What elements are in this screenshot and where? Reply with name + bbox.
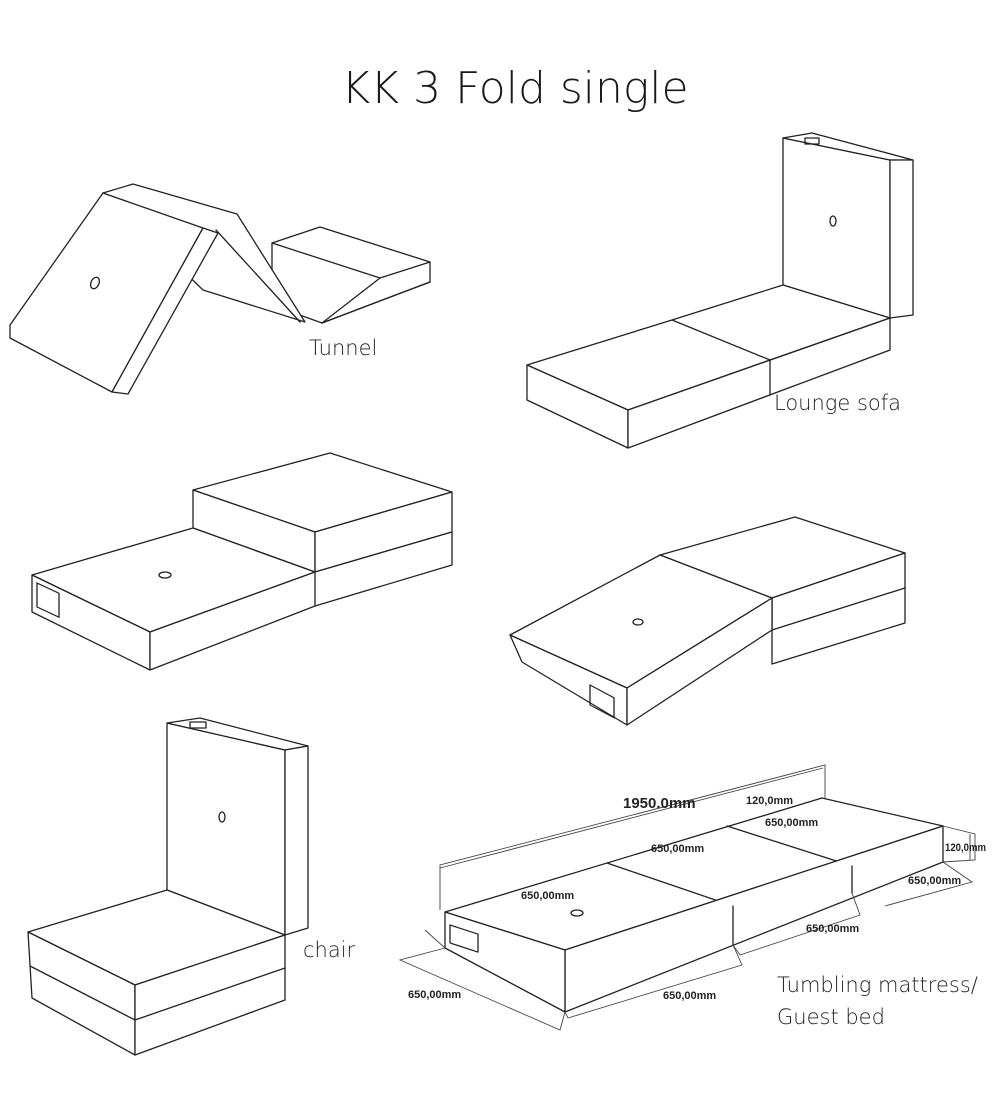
lounge-handle-icon [804, 137, 820, 145]
dim-thickness-top: 120,0mm [746, 795, 793, 807]
mattress-knob-icon [570, 909, 584, 917]
dim-side-mid: 650,00mm [806, 923, 859, 935]
chair-drawing: chair [27, 717, 356, 1056]
tunnel-front-panel [9, 192, 204, 393]
page-title: KK 3 Fold single [341, 63, 688, 114]
bench-drawing [31, 452, 453, 671]
dim-width: 650,00mm [408, 989, 461, 1001]
chair-knob-icon [218, 811, 226, 823]
dim-total-length: 1950.0mm [623, 795, 696, 812]
ramp-knob-icon [632, 618, 644, 626]
dim-top-back: 650,00mm [765, 817, 818, 829]
mattress-drawing: 1950.0mm 120,0mm 650,00mm 650,00mm 650,0… [398, 764, 986, 1031]
chair-label: chair [303, 938, 356, 962]
tunnel-drawing: Tunnel [9, 183, 431, 395]
dim-top-front: 650,00mm [521, 890, 574, 902]
tunnel-label: Tunnel [309, 336, 377, 360]
ramp-drawing [509, 516, 906, 726]
tumbling-label-line1: Tumbling mattress/ [777, 973, 978, 997]
dim-side-back: 650,00mm [908, 875, 961, 887]
bench-handle-icon [36, 582, 60, 618]
tumbling-label-line2: Guest bed [777, 1005, 885, 1029]
lounge-sofa-drawing: Lounge sofa [526, 132, 914, 449]
ramp-handle-icon [589, 684, 615, 719]
bench-knob-icon [158, 571, 172, 579]
dim-thickness-side: 120,0mm [945, 842, 986, 854]
dim-side-front: 650,00mm [663, 990, 716, 1002]
lounge-sofa-label: Lounge sofa [774, 391, 901, 415]
mattress-handle-icon [449, 924, 479, 953]
tunnel-handle-icon [89, 276, 101, 290]
dim-top-mid: 650,00mm [651, 843, 704, 855]
chair-handle-icon [189, 721, 207, 729]
lounge-knob-icon [829, 215, 837, 227]
